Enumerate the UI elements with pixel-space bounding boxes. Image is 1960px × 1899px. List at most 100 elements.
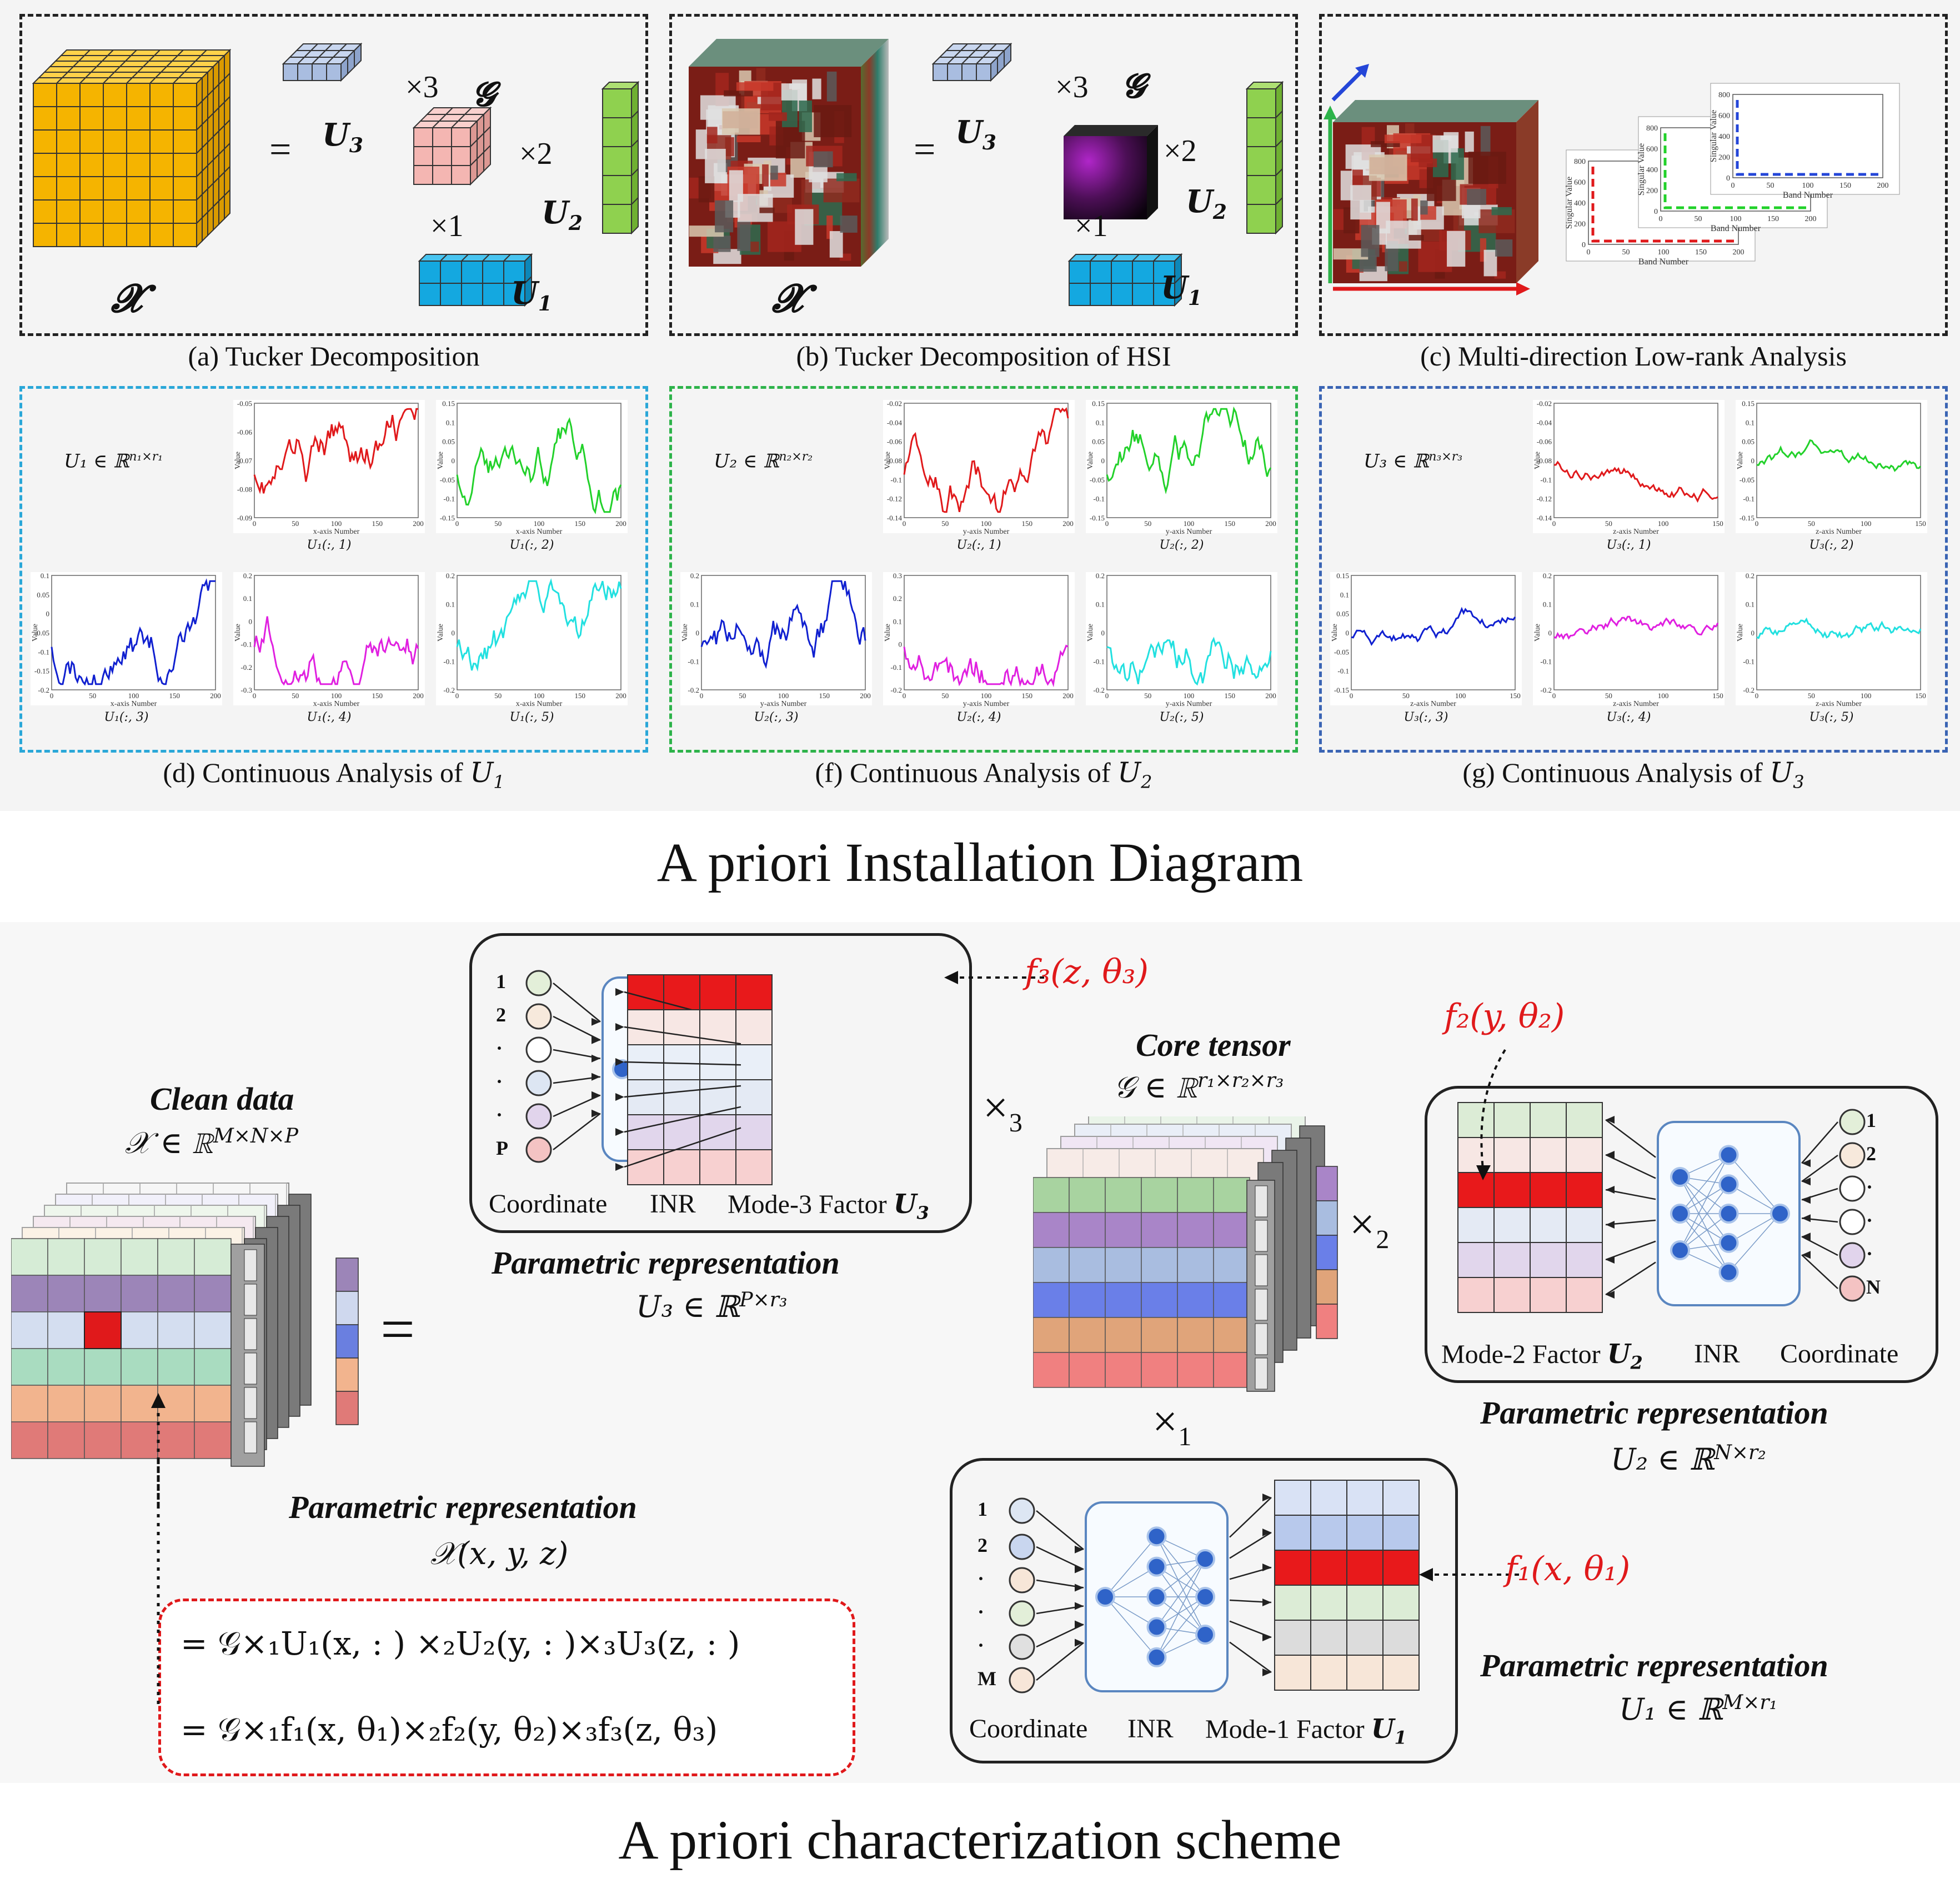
u3-label: U3 — [322, 117, 363, 158]
svg-text:0: 0 — [1101, 457, 1105, 465]
svg-text:50: 50 — [1605, 519, 1612, 528]
svg-text:0.05: 0.05 — [442, 438, 455, 446]
coord-index: · — [496, 1104, 503, 1126]
svg-text:50: 50 — [941, 692, 949, 700]
svg-text:U₃(:, 2): U₃(:, 2) — [1809, 538, 1854, 552]
svg-text:0.15: 0.15 — [442, 400, 455, 408]
svg-text:200: 200 — [860, 692, 871, 700]
svg-text:-0.05: -0.05 — [1334, 648, 1349, 656]
svg-text:100: 100 — [331, 519, 342, 528]
svg-text:100: 100 — [128, 692, 139, 700]
equals-sign-b: = — [914, 128, 936, 171]
coord-index: · — [1866, 1209, 1873, 1231]
clean-data-tensor — [11, 1183, 359, 1511]
panel-b: 𝓧 = U3 ×3 𝓖 ×2 U2 ×1 U1 — [669, 14, 1298, 336]
times2-label: ×2 — [519, 137, 553, 171]
svg-text:800: 800 — [1718, 91, 1730, 99]
svg-text:100: 100 — [1184, 692, 1195, 700]
coord-index: 2 — [978, 1534, 987, 1556]
svg-text:0: 0 — [1731, 182, 1735, 190]
f3-arrow — [944, 971, 1044, 984]
coord-index: · — [496, 1070, 503, 1093]
svg-text:-0.1: -0.1 — [443, 495, 455, 503]
svg-text:100: 100 — [1730, 215, 1742, 223]
svg-text:0.1: 0.1 — [243, 594, 252, 603]
caption-d: (d) Continuous Analysis of U1 — [163, 756, 505, 793]
svg-text:Band Number: Band Number — [1783, 191, 1833, 200]
mode3-coord-label: Coordinate — [489, 1189, 608, 1219]
svg-text:-0.1: -0.1 — [1743, 495, 1755, 503]
svg-text:y-axis Number: y-axis Number — [1166, 700, 1212, 708]
svg-text:100: 100 — [534, 519, 545, 528]
formula-arrow-line — [157, 1461, 160, 1705]
svg-text:0.05: 0.05 — [1742, 438, 1755, 446]
svg-text:0: 0 — [1587, 248, 1591, 257]
svg-text:U₃(:, 5): U₃(:, 5) — [1809, 710, 1854, 724]
svg-text:150: 150 — [819, 692, 830, 700]
svg-text:-0.12: -0.12 — [887, 495, 902, 503]
svg-text:200: 200 — [1877, 182, 1889, 190]
svg-text:0.05: 0.05 — [1092, 438, 1105, 446]
svg-text:600: 600 — [1646, 146, 1658, 154]
svg-text:0: 0 — [455, 519, 459, 528]
svg-text:0: 0 — [1755, 692, 1759, 700]
svg-text:0: 0 — [452, 457, 455, 465]
svg-text:Value: Value — [437, 452, 445, 469]
svg-text:-0.05: -0.05 — [440, 475, 455, 484]
svg-text:0.2: 0.2 — [1543, 572, 1552, 580]
svg-text:200: 200 — [413, 692, 424, 700]
formula-1: = 𝒢×₁U₁(x, : ) ×₂U₂(y, : )×₃U₃(z, : ) — [181, 1625, 740, 1662]
svg-text:-0.3: -0.3 — [240, 686, 252, 694]
svg-text:0: 0 — [1346, 629, 1350, 637]
svg-text:Band Number: Band Number — [1711, 224, 1761, 233]
svg-text:Value: Value — [1086, 452, 1095, 469]
svg-text:150: 150 — [1712, 519, 1723, 528]
svg-text:50: 50 — [292, 519, 299, 528]
mode1-coord-label: Coordinate — [969, 1714, 1088, 1743]
svg-text:200: 200 — [1265, 692, 1276, 700]
mode3-inr-label: INR — [650, 1189, 696, 1219]
svg-text:-0.15: -0.15 — [1334, 686, 1349, 694]
matrix-u2: U₂ ∈ ℝn₂×r₂ — [714, 450, 813, 473]
svg-text:Singular Value: Singular Value — [1637, 143, 1646, 196]
mode1-network — [1009, 1480, 1420, 1693]
coord-index: · — [978, 1601, 985, 1623]
svg-text:100: 100 — [778, 692, 789, 700]
coord-index: · — [1866, 1242, 1873, 1265]
param-rep-u1: Parametric representation — [1480, 1647, 1828, 1683]
svg-text:x-axis Number: x-axis Number — [516, 700, 563, 708]
svg-text:200: 200 — [615, 692, 626, 700]
svg-text:200: 200 — [413, 519, 424, 528]
svg-text:150: 150 — [1022, 692, 1033, 700]
svg-text:-0.2: -0.2 — [688, 686, 699, 694]
times1-label-b: ×1 — [1075, 209, 1108, 243]
coord-index: · — [978, 1567, 985, 1590]
core-g-label: 𝓖 — [472, 75, 496, 114]
svg-text:-0.08: -0.08 — [1537, 457, 1552, 465]
svg-text:150: 150 — [372, 519, 383, 528]
svg-text:0.1: 0.1 — [41, 572, 49, 580]
u3-label-b: U3 — [955, 114, 996, 155]
svg-text:150: 150 — [575, 692, 586, 700]
svg-text:-0.1: -0.1 — [890, 663, 902, 672]
coord-index: 1 — [978, 1498, 987, 1520]
svg-text:50: 50 — [739, 692, 746, 700]
svg-text:-0.15: -0.15 — [440, 514, 455, 522]
mode2-factor-label: Mode-2 Factor U2 — [1441, 1339, 1643, 1374]
svg-text:200: 200 — [1805, 215, 1817, 223]
svg-text:-0.15: -0.15 — [1740, 514, 1755, 522]
svg-text:0: 0 — [903, 519, 906, 528]
x-xyz: 𝒳(x, y, z) — [430, 1536, 569, 1572]
svg-text:Value: Value — [884, 624, 892, 642]
u2-rep: U₂ ∈ ℝN×r₂ — [1611, 1441, 1766, 1477]
svg-text:0.2: 0.2 — [1746, 572, 1755, 580]
svg-text:0.1: 0.1 — [446, 600, 455, 609]
svg-text:150: 150 — [575, 519, 586, 528]
